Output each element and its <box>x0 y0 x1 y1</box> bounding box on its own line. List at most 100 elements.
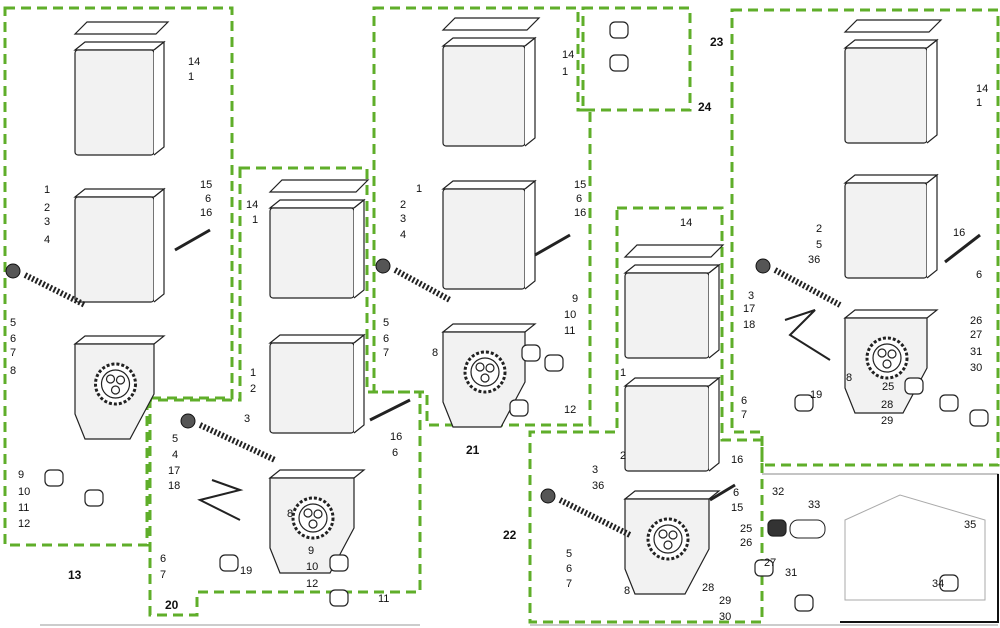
callout-number: 26 <box>740 537 753 549</box>
hopper-rim <box>73 41 166 51</box>
hopper-bin-1 <box>624 272 710 359</box>
callout-number: 14 <box>246 199 259 211</box>
hopper-assembly-20 <box>268 179 370 574</box>
callout-number: 28 <box>702 582 715 594</box>
callout-number: 1 <box>252 214 259 226</box>
meter-top <box>73 335 166 345</box>
callout-number: 27 <box>970 329 983 341</box>
callout-number: 15 <box>731 502 744 514</box>
part-handle-12 <box>509 399 529 417</box>
shaft-16 <box>369 398 411 422</box>
hopper-bin-1 <box>624 385 710 472</box>
callout-number: 14 <box>562 49 575 61</box>
callout-number: 5 <box>816 239 823 251</box>
hopper-rim <box>441 180 537 190</box>
callout-number: 3 <box>244 413 251 425</box>
callout-number: 6 <box>576 193 583 205</box>
callout-number: 16 <box>390 431 403 443</box>
callout-number: 2 <box>816 223 823 235</box>
callout-number: 6 <box>205 193 212 205</box>
hopper-assembly-13 <box>73 21 170 440</box>
hopper-rim <box>623 377 721 387</box>
callout-number: 29 <box>719 595 732 607</box>
callout-number: 3 <box>748 290 755 302</box>
lid-14 <box>268 179 370 193</box>
meter-top <box>843 309 939 319</box>
lid-14 <box>73 21 170 35</box>
callout-number: 7 <box>741 409 748 421</box>
callout-number: 14 <box>188 56 201 68</box>
border-group-24 <box>730 8 1000 467</box>
part-clutch-9 <box>521 344 541 362</box>
part-fitting-34 <box>939 574 959 592</box>
part-lever-10 <box>329 554 349 572</box>
shaft-16 <box>944 233 981 264</box>
auger-nut-3 <box>5 263 21 279</box>
meter-top <box>623 490 721 500</box>
lid-14 <box>623 244 725 258</box>
callout-number: 28 <box>881 399 894 411</box>
callout-number: 16 <box>731 454 744 466</box>
callout-number: 10 <box>306 561 319 573</box>
callout-number: 6 <box>160 553 167 565</box>
callout-number: 30 <box>970 362 983 374</box>
auger-spring-4 <box>198 422 277 463</box>
group-label-20: 20 <box>165 598 179 612</box>
part-coupler-30 <box>794 594 814 612</box>
callout-number: 36 <box>808 254 821 266</box>
callout-number: 27 <box>764 557 777 569</box>
auger-spring-4 <box>773 267 842 308</box>
callout-number: 6 <box>566 563 573 575</box>
group-label-21: 21 <box>466 443 480 457</box>
lid-14 <box>441 17 541 31</box>
auger-20 <box>180 413 277 463</box>
callout-number: 8 <box>287 508 294 520</box>
callout-number: 5 <box>383 317 390 329</box>
auger-nut-3 <box>540 488 556 504</box>
part-bracket-19 <box>219 554 239 572</box>
callout-number: 10 <box>564 309 577 321</box>
callout-number: 10 <box>18 486 31 498</box>
hopper-bin-1 <box>269 207 355 299</box>
callout-number: 17 <box>743 303 756 315</box>
callout-number: 2 <box>250 383 257 395</box>
auger-nut-3 <box>180 413 196 429</box>
callout-number: 6 <box>733 487 740 499</box>
border-group-22 <box>528 206 764 624</box>
callout-number: 31 <box>970 346 983 358</box>
callout-number: 16 <box>953 227 966 239</box>
callout-number: 12 <box>18 518 31 530</box>
hopper-assembly-22 <box>623 244 725 595</box>
border-group-13 <box>3 6 234 547</box>
callout-number: 15 <box>574 179 587 191</box>
callout-number: 1 <box>416 183 423 195</box>
callout-number: 1 <box>620 367 627 379</box>
callout-number: 6 <box>392 447 399 459</box>
callout-number: 7 <box>566 578 573 590</box>
auger-21 <box>375 258 452 303</box>
hopper-bin-1 <box>844 182 928 279</box>
hopper-rim <box>843 39 939 49</box>
part-sleeve-32 <box>767 519 787 537</box>
callout-number: 9 <box>18 469 25 481</box>
callout-number: 1 <box>44 184 51 196</box>
part-clutch-9 <box>44 469 64 487</box>
callout-number: 4 <box>172 449 179 461</box>
part-coupler-30 <box>969 409 989 427</box>
hopper-rim <box>441 37 537 47</box>
hopper-bin-1 <box>442 188 526 290</box>
callout-number: 11 <box>18 502 30 514</box>
callout-number: 19 <box>810 389 823 401</box>
part-coupler-26 <box>939 394 959 412</box>
hopper-assembly-21 <box>441 17 541 428</box>
hopper-rim <box>843 174 939 184</box>
callout-number: 15 <box>200 179 213 191</box>
border-group-20 <box>148 166 422 617</box>
frame-bracket <box>844 494 986 601</box>
callout-number: 7 <box>383 347 390 359</box>
shaft-16 <box>174 228 211 252</box>
inset-callout-number: 35 <box>964 519 977 531</box>
inset-callout-number: 32 <box>772 486 785 498</box>
